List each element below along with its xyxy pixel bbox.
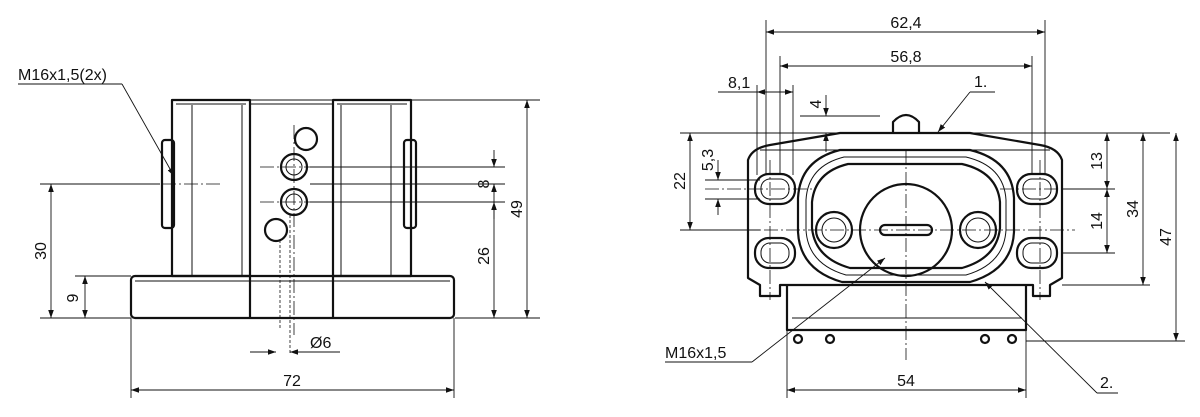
side-view: 62,4 56,8 8,1 4 22 5,3 13 — [665, 15, 1185, 398]
side-dim-slot-height: 5,3 — [700, 149, 717, 171]
side-dim-right-34: 34 — [1125, 200, 1142, 218]
side-dim-base-width: 54 — [897, 373, 915, 390]
side-item-1: 1. — [974, 74, 987, 91]
side-thread-callout: M16x1,5 — [665, 345, 726, 362]
side-dim-slot-center: 22 — [672, 172, 689, 190]
front-port-bottom — [263, 217, 289, 243]
side-dim-width-outer: 62,4 — [890, 15, 921, 32]
front-dim-overall-width: 72 — [283, 373, 301, 390]
side-item-2: 2. — [1100, 375, 1113, 392]
side-dim-width-inner: 56,8 — [890, 49, 921, 66]
side-dim-right-13: 13 — [1089, 152, 1106, 170]
side-dim-top-offset: 4 — [808, 99, 825, 108]
side-foot — [785, 285, 1028, 332]
front-body-right — [331, 98, 413, 278]
side-slot-br — [1015, 236, 1059, 270]
front-port-top — [293, 126, 319, 152]
front-view: M16x1,5(2x) 49 26 8 30 9 Ø6 72 — [18, 67, 540, 398]
side-body — [746, 131, 1064, 298]
front-dim-port-height: 26 — [476, 247, 493, 265]
side-gasket-inner — [810, 162, 1002, 270]
front-dim-hole-diameter: Ø6 — [310, 335, 331, 352]
side-dim-slot-width: 8,1 — [728, 75, 750, 92]
front-dim-center-height: 30 — [33, 242, 50, 260]
front-thread-callout: M16x1,5(2x) — [18, 67, 107, 84]
side-dim-right-47: 47 — [1158, 228, 1175, 246]
front-dim-overall-height: 49 — [509, 200, 526, 218]
front-base-plate — [129, 274, 456, 320]
side-top-nub — [891, 113, 921, 133]
side-gasket-outer — [796, 148, 1016, 284]
front-dim-port-spacing: 8 — [476, 179, 493, 188]
front-dim-base-height: 9 — [65, 293, 82, 302]
side-dim-right-14: 14 — [1089, 212, 1106, 230]
front-body-left — [170, 98, 252, 278]
side-slot-bl — [753, 236, 797, 270]
